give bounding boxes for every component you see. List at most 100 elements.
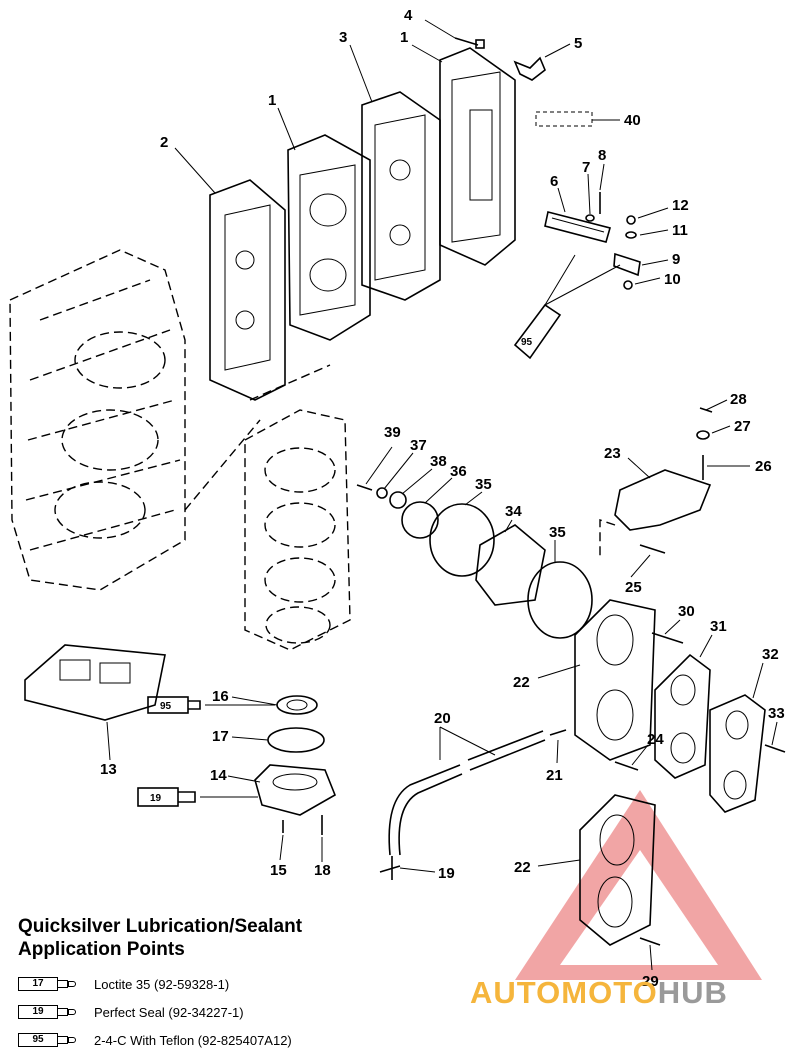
clip-37: [376, 487, 388, 499]
gasket-13: [24, 644, 166, 721]
gasket-2: [209, 179, 286, 401]
bolt-30: [651, 632, 684, 644]
tube-label-95-lower: 95: [160, 701, 172, 712]
callout-7: 7: [582, 159, 590, 176]
gasket-3: [361, 91, 441, 301]
callout-1-middle: 1: [268, 92, 276, 109]
sealant-tube-95-top: 95: [513, 254, 621, 360]
legend-item-text: 2-4-C With Teflon (92-825407A12): [94, 1032, 292, 1048]
bracket-9: [613, 252, 641, 277]
callout-38: 38: [430, 453, 447, 470]
callout-13: 13: [100, 761, 117, 778]
poppet-38: [389, 491, 407, 509]
lubrication-legend: Quicksilver Lubrication/Sealant Applicat…: [18, 915, 458, 1053]
callout-2: 2: [160, 134, 168, 151]
tube-label-19: 19: [150, 793, 162, 804]
bolt-29: [639, 937, 661, 946]
callout-14: 14: [210, 767, 227, 784]
callout-6: 6: [550, 173, 558, 190]
engine-block: [9, 249, 331, 591]
legend-item: 19 Perfect Seal (92-34227-1): [18, 999, 458, 1025]
item-40-placeholder: [535, 111, 593, 127]
callout-37: 37: [410, 437, 427, 454]
plate-32: [709, 694, 766, 813]
callout-29: 29: [642, 973, 659, 990]
tube-code: 17: [18, 977, 58, 991]
callout-11: 11: [672, 222, 688, 239]
watermark-text-part2: HUB: [657, 975, 728, 1010]
callout-10: 10: [664, 271, 681, 288]
bolt-24: [614, 761, 639, 771]
callout-4: 4: [404, 7, 413, 24]
bolt-33: [764, 744, 786, 753]
hose-20: [388, 730, 546, 856]
callout-20: 20: [434, 710, 451, 727]
callout-23: 23: [604, 445, 621, 462]
callout-18: 18: [314, 862, 331, 879]
elbow-fitting-5: [513, 56, 546, 81]
nut-12: [626, 215, 636, 225]
callout-33: 33: [768, 705, 785, 722]
callout-19: 19: [438, 865, 455, 882]
watermark-triangle: [515, 790, 762, 980]
callout-numbers: 4 5 3 1 1 2 40 8 7 6 12 11 9 10 28 27 23…: [100, 7, 785, 990]
tube-label-95-top: 95: [521, 337, 533, 348]
legend-item: 95 2-4-C With Teflon (92-825407A12): [18, 1027, 458, 1053]
callout-34: 34: [505, 503, 522, 520]
tube-code: 19: [18, 1005, 58, 1019]
watermark-logo: AUTOMOTOHUB: [470, 975, 728, 1011]
washer-27: [696, 430, 710, 440]
cover-22-lower: [579, 794, 656, 946]
callout-16: 16: [212, 688, 229, 705]
washer-7: [585, 214, 595, 222]
legend-item-text: Loctite 35 (92-59328-1): [94, 976, 230, 992]
callout-8: 8: [598, 147, 606, 164]
cylinder-block-side: [244, 409, 351, 651]
thermostat-housing-23: [599, 469, 712, 560]
gasket-35-right: [527, 561, 593, 639]
callout-22-lower: 22: [514, 859, 531, 876]
callout-36: 36: [450, 463, 467, 480]
sensor-bar-6: [544, 211, 611, 243]
callout-26: 26: [755, 458, 772, 475]
watermark-text-part1: AUTOMOTO: [470, 975, 658, 1010]
legend-title-line-2: Application Points: [18, 939, 185, 960]
sealant-tube-95-lower: 95: [147, 696, 275, 714]
tube-icon: 95: [18, 1032, 78, 1048]
o-ring-17: [267, 727, 325, 753]
tube-icon: 19: [18, 1004, 78, 1020]
callout-40: 40: [624, 112, 641, 129]
fitting-21: [549, 729, 567, 736]
callout-27: 27: [734, 418, 751, 435]
callout-1-top: 1: [400, 29, 408, 46]
valve-plate-34: [475, 524, 546, 606]
callout-30: 30: [678, 603, 695, 620]
legend-item: 17 Loctite 35 (92-59328-1): [18, 971, 458, 997]
exhaust-cover-1: [439, 47, 516, 266]
gasket-31: [654, 653, 711, 779]
callout-22-upper: 22: [513, 674, 530, 691]
leader-lines: [106, 19, 778, 971]
legend-title-line-1: Quicksilver Lubrication/Sealant: [18, 916, 303, 937]
callout-12: 12: [672, 197, 689, 214]
exhaust-plate-1: [287, 134, 371, 341]
callout-9: 9: [672, 251, 680, 268]
oil-seal-16: [276, 695, 318, 715]
legend-item-text: Perfect Seal (92-34227-1): [94, 1004, 244, 1020]
callout-17: 17: [212, 728, 229, 745]
screw-39: [356, 484, 373, 491]
callout-39: 39: [384, 424, 401, 441]
housing-14: [254, 764, 337, 816]
washer-11: [625, 231, 637, 239]
cover-22-upper: [574, 599, 656, 761]
tube-code: 95: [18, 1033, 58, 1047]
tube-icon: 17: [18, 976, 78, 992]
callout-24: 24: [647, 731, 664, 748]
callout-21: 21: [546, 767, 563, 784]
bolt-4: [454, 37, 485, 49]
gasket-35-left: [429, 503, 495, 577]
callout-15: 15: [270, 862, 287, 879]
diaphragm-36: [401, 501, 439, 539]
callout-31: 31: [710, 618, 727, 635]
